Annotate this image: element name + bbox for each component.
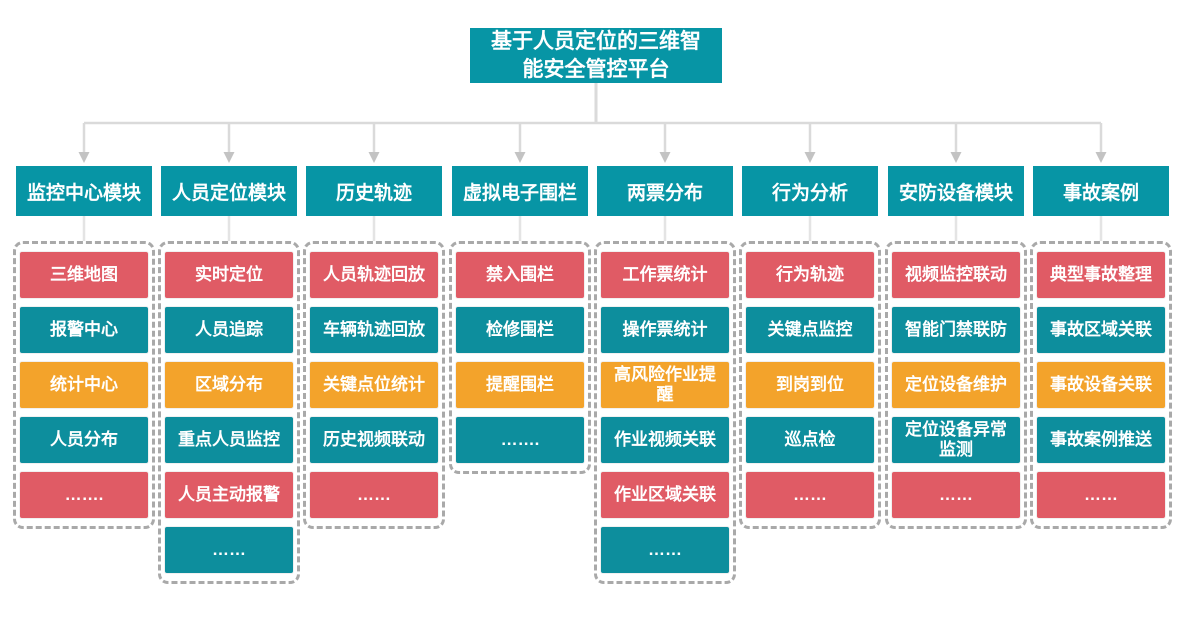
feature-item: 到岗到位: [746, 362, 874, 408]
feature-item: 工作票统计: [601, 252, 729, 298]
feature-item: 作业视频关联: [601, 417, 729, 463]
module-items-container: 工作票统计 操作票统计 高风险作业提醒 作业视频关联 作业区域关联 ……: [594, 241, 736, 584]
feature-item: 人员轨迹回放: [310, 252, 438, 298]
root-node: 基于人员定位的三维智能安全管控平台: [470, 28, 722, 83]
feature-item: 重点人员监控: [165, 417, 293, 463]
feature-item: 实时定位: [165, 252, 293, 298]
module-header: 虚拟电子围栏: [452, 166, 588, 216]
module-header: 行为分析: [742, 166, 878, 216]
feature-item: 关键点监控: [746, 307, 874, 353]
feature-item: ……: [165, 527, 293, 573]
module-header: 监控中心模块: [16, 166, 152, 216]
feature-item: 人员主动报警: [165, 472, 293, 518]
feature-item: 视频监控联动: [892, 252, 1020, 298]
feature-item: 禁入围栏: [456, 252, 584, 298]
module-items-container: 实时定位 人员追踪 区域分布 重点人员监控 人员主动报警 ……: [158, 241, 300, 584]
module-header: 历史轨迹: [306, 166, 442, 216]
feature-item: 统计中心: [20, 362, 148, 408]
feature-item: …….: [456, 417, 584, 463]
feature-item: 事故设备关联: [1037, 362, 1165, 408]
module-column-security-equipment: 安防设备模块 视频监控联动 智能门禁联防 定位设备维护 定位设备异常监测 ……: [885, 166, 1027, 529]
feature-item: 人员追踪: [165, 307, 293, 353]
module-column-accident-cases: 事故案例 典型事故整理 事故区域关联 事故设备关联 事故案例推送 ……: [1030, 166, 1172, 529]
module-header: 事故案例: [1033, 166, 1169, 216]
module-column-personnel-positioning: 人员定位模块 实时定位 人员追踪 区域分布 重点人员监控 人员主动报警 ……: [158, 166, 300, 584]
module-column-two-tickets: 两票分布 工作票统计 操作票统计 高风险作业提醒 作业视频关联 作业区域关联 ……: [594, 166, 736, 584]
feature-item: ……: [746, 472, 874, 518]
feature-item: 三维地图: [20, 252, 148, 298]
feature-item: 事故案例推送: [1037, 417, 1165, 463]
module-column-behavior-analysis: 行为分析 行为轨迹 关键点监控 到岗到位 巡点检 ……: [739, 166, 881, 529]
feature-item: 高风险作业提醒: [601, 362, 729, 408]
feature-item: …….: [20, 472, 148, 518]
feature-item: 提醒围栏: [456, 362, 584, 408]
feature-item: 典型事故整理: [1037, 252, 1165, 298]
feature-item: 检修围栏: [456, 307, 584, 353]
feature-item: 车辆轨迹回放: [310, 307, 438, 353]
feature-item: 定位设备维护: [892, 362, 1020, 408]
feature-item: 事故区域关联: [1037, 307, 1165, 353]
feature-item: 区域分布: [165, 362, 293, 408]
feature-item: 历史视频联动: [310, 417, 438, 463]
module-items-container: 三维地图 报警中心 统计中心 人员分布 …….: [13, 241, 155, 529]
feature-item: 巡点检: [746, 417, 874, 463]
module-items-container: 人员轨迹回放 车辆轨迹回放 关键点位统计 历史视频联动 ……: [303, 241, 445, 529]
feature-item: 作业区域关联: [601, 472, 729, 518]
feature-item: 操作票统计: [601, 307, 729, 353]
module-column-monitor-center: 监控中心模块 三维地图 报警中心 统计中心 人员分布 …….: [13, 166, 155, 529]
module-items-container: 行为轨迹 关键点监控 到岗到位 巡点检 ……: [739, 241, 881, 529]
feature-item: ……: [601, 527, 729, 573]
module-header: 两票分布: [597, 166, 733, 216]
module-items-container: 视频监控联动 智能门禁联防 定位设备维护 定位设备异常监测 ……: [885, 241, 1027, 529]
feature-item: 关键点位统计: [310, 362, 438, 408]
feature-item: 行为轨迹: [746, 252, 874, 298]
feature-item: 智能门禁联防: [892, 307, 1020, 353]
feature-item: ……: [1037, 472, 1165, 518]
feature-item: 人员分布: [20, 417, 148, 463]
module-header: 人员定位模块: [161, 166, 297, 216]
feature-item: ……: [310, 472, 438, 518]
feature-item: ……: [892, 472, 1020, 518]
root-title: 基于人员定位的三维智能安全管控平台: [491, 30, 701, 81]
module-items-container: 典型事故整理 事故区域关联 事故设备关联 事故案例推送 ……: [1030, 241, 1172, 529]
feature-item: 报警中心: [20, 307, 148, 353]
feature-item: 定位设备异常监测: [892, 417, 1020, 463]
module-header: 安防设备模块: [888, 166, 1024, 216]
module-column-history-track: 历史轨迹 人员轨迹回放 车辆轨迹回放 关键点位统计 历史视频联动 ……: [303, 166, 445, 529]
module-items-container: 禁入围栏 检修围栏 提醒围栏 …….: [449, 241, 591, 474]
module-column-virtual-fence: 虚拟电子围栏 禁入围栏 检修围栏 提醒围栏 …….: [449, 166, 591, 474]
